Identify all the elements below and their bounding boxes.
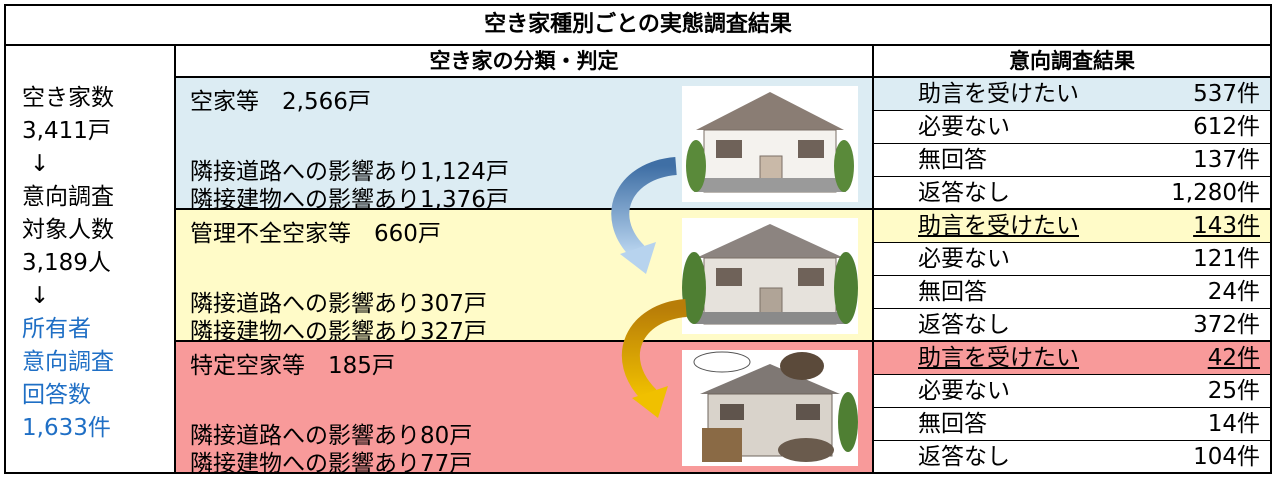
result-value: 104件 [1193, 444, 1260, 470]
house-illustration [682, 218, 858, 334]
result-row: 必要ない 612件 [874, 111, 1270, 144]
building-impact: 隣接建物への影響あり327戸 [190, 319, 487, 345]
survey-target-label-1: 意向調査 [22, 184, 114, 210]
result-row: 無回答 24件 [874, 276, 1270, 309]
result-row: 必要ない 25件 [874, 375, 1270, 408]
result-label: 返答なし [918, 444, 1010, 470]
result-label: 返答なし [918, 312, 1010, 338]
section-poorly-managed: 管理不全空家等 660戸 隣接道路への影響あり307戸 隣接建物への影響あり32… [176, 210, 874, 345]
section-vacant-houses: 空家等 2,566戸 隣接道路への影響あり1,124戸 隣接建物への影響あり1,… [176, 78, 874, 213]
response-count-label: 回答数 [22, 382, 91, 408]
building-impact: 隣接建物への影響あり77戸 [190, 451, 473, 477]
result-value: 143件 [1193, 213, 1260, 239]
result-value: 372件 [1193, 312, 1260, 338]
result-header: 意向調査結果 [874, 46, 1270, 78]
result-label: 必要ない [918, 378, 1010, 404]
result-label: 返答なし [918, 180, 1010, 206]
result-label: 助言を受けたい [918, 213, 1079, 239]
owner-label: 所有者 [22, 316, 91, 342]
classification-header: 空き家の分類・判定 [176, 46, 874, 78]
result-value: 137件 [1193, 147, 1260, 173]
curved-arrow-icon [622, 299, 688, 418]
result-row: 助言を受けたい 143件 [874, 210, 1270, 243]
result-row: 助言を受けたい 42件 [874, 342, 1270, 375]
survey-table: 空き家種別ごとの実態調査結果 空き家数 3,411戸 ↓ 意向調査 対象人数 3… [4, 4, 1272, 477]
road-impact: 隣接道路への影響あり80戸 [190, 423, 473, 449]
response-count-value: 1,633件 [22, 415, 111, 441]
result-row: 無回答 14件 [874, 408, 1270, 441]
down-arrow-2: ↓ [30, 283, 50, 309]
down-arrow-1: ↓ [30, 151, 50, 177]
result-value: 612件 [1193, 114, 1260, 140]
result-row: 必要ない 121件 [874, 243, 1270, 276]
section-name: 管理不全空家等 660戸 [190, 221, 441, 247]
house-illustration [682, 350, 858, 466]
result-label: 必要ない [918, 114, 1010, 140]
result-label: 助言を受けたい [918, 81, 1079, 107]
curved-arrow-icon [611, 157, 678, 274]
result-value: 25件 [1207, 378, 1260, 404]
result-value: 24件 [1207, 279, 1260, 305]
vacant-count-label: 空き家数 [22, 85, 114, 111]
result-label: 助言を受けたい [918, 345, 1079, 371]
result-group-specific: 助言を受けたい 42件 必要ない 25件 無回答 14件 返答なし 104件 [874, 342, 1270, 474]
result-label: 無回答 [918, 411, 987, 437]
result-value: 121件 [1193, 246, 1260, 272]
section-name: 特定空家等 185戸 [190, 353, 395, 379]
table-title: 空き家種別ごとの実態調査結果 [6, 6, 1270, 46]
building-impact: 隣接建物への影響あり1,376戸 [190, 187, 509, 213]
result-value: 14件 [1207, 411, 1260, 437]
vacant-count-value: 3,411戸 [22, 118, 111, 144]
result-row: 助言を受けたい 537件 [874, 78, 1270, 111]
section-name: 空家等 2,566戸 [190, 89, 371, 115]
result-value: 1,280件 [1171, 180, 1260, 206]
section-specific-vacant: 特定空家等 185戸 隣接道路への影響あり80戸 隣接建物への影響あり77戸 [176, 342, 874, 477]
result-label: 無回答 [918, 147, 987, 173]
result-row: 無回答 137件 [874, 144, 1270, 177]
result-label: 無回答 [918, 279, 987, 305]
owner-survey-label: 意向調査 [22, 349, 114, 375]
result-group-poorly-managed: 助言を受けたい 143件 必要ない 121件 無回答 24件 返答なし 372件 [874, 210, 1270, 342]
result-value: 42件 [1207, 345, 1260, 371]
survey-target-value: 3,189人 [22, 250, 111, 276]
survey-target-label-2: 対象人数 [22, 217, 114, 243]
road-impact: 隣接道路への影響あり1,124戸 [190, 159, 509, 185]
result-row: 返答なし 372件 [874, 309, 1270, 342]
result-label: 必要ない [918, 246, 1010, 272]
left-summary-column: 空き家数 3,411戸 ↓ 意向調査 対象人数 3,189人 ↓ 所有者 意向調… [6, 46, 176, 472]
result-group-vacant: 助言を受けたい 537件 必要ない 612件 無回答 137件 返答なし 1,2… [874, 78, 1270, 210]
result-value: 537件 [1193, 81, 1260, 107]
house-illustration [682, 86, 858, 202]
result-row: 返答なし 104件 [874, 441, 1270, 474]
result-row: 返答なし 1,280件 [874, 177, 1270, 210]
road-impact: 隣接道路への影響あり307戸 [190, 291, 487, 317]
